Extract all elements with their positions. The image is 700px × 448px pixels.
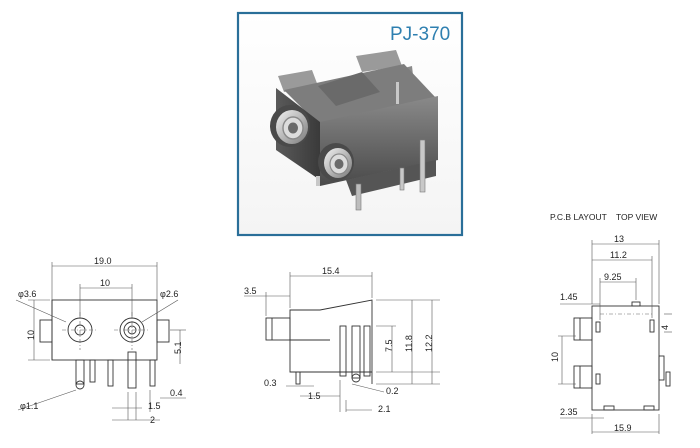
front-width: 19.0	[94, 256, 112, 266]
side-gap: 0.2	[386, 386, 399, 396]
side-pin: 0.3	[264, 378, 277, 388]
pcb-length: 15.9	[614, 423, 632, 433]
pcb-height: 10	[550, 352, 560, 362]
front-pin-thick: 0.4	[170, 388, 183, 398]
pcb-pad: 4	[660, 325, 670, 330]
front-hole-left: φ3.6	[18, 289, 36, 299]
side-h2: 11.8	[404, 335, 414, 352]
front-hole-right: φ2.6	[160, 289, 178, 299]
front-height: 10	[26, 330, 36, 340]
pcb-w1: 13	[614, 234, 624, 244]
side-h1: 7.5	[384, 339, 394, 352]
pcb-layout-drawing: P.C.B LAYOUT TOP VIEW	[550, 212, 672, 434]
front-spacing: 10	[100, 278, 110, 288]
product-photo: PJ-370	[236, 11, 464, 237]
model-name: PJ-370	[390, 24, 450, 45]
jack-3d-render	[270, 50, 438, 211]
front-pin-dia: φ1.1	[20, 401, 38, 411]
side-barrel: 3.5	[244, 286, 257, 296]
side-pin-spacing: 1.5	[308, 391, 321, 401]
front-pin-height: 5.1	[173, 341, 183, 354]
pcb-offset: 1.45	[560, 292, 578, 302]
pcb-w3: 9.25	[604, 272, 622, 282]
front-view-drawing: 19.0 10 φ3.6 φ2.6 10 5.1 φ1.1 1.5 2 0.4	[15, 256, 186, 425]
pcb-layout-title: P.C.B LAYOUT TOP VIEW	[550, 212, 657, 222]
side-tail: 2.1	[378, 404, 391, 414]
side-length: 15.4	[322, 266, 340, 276]
front-pin-pitch: 2	[150, 415, 155, 425]
side-view-drawing: 15.4 3.5 7.5 11.8 12.2 0.3 1.5 0.2 2.1	[244, 266, 440, 414]
front-pin-offset: 1.5	[148, 401, 161, 411]
pcb-edge: 2.35	[560, 407, 578, 417]
pcb-w2: 11.2	[610, 250, 627, 260]
side-h3: 12.2	[424, 334, 434, 352]
